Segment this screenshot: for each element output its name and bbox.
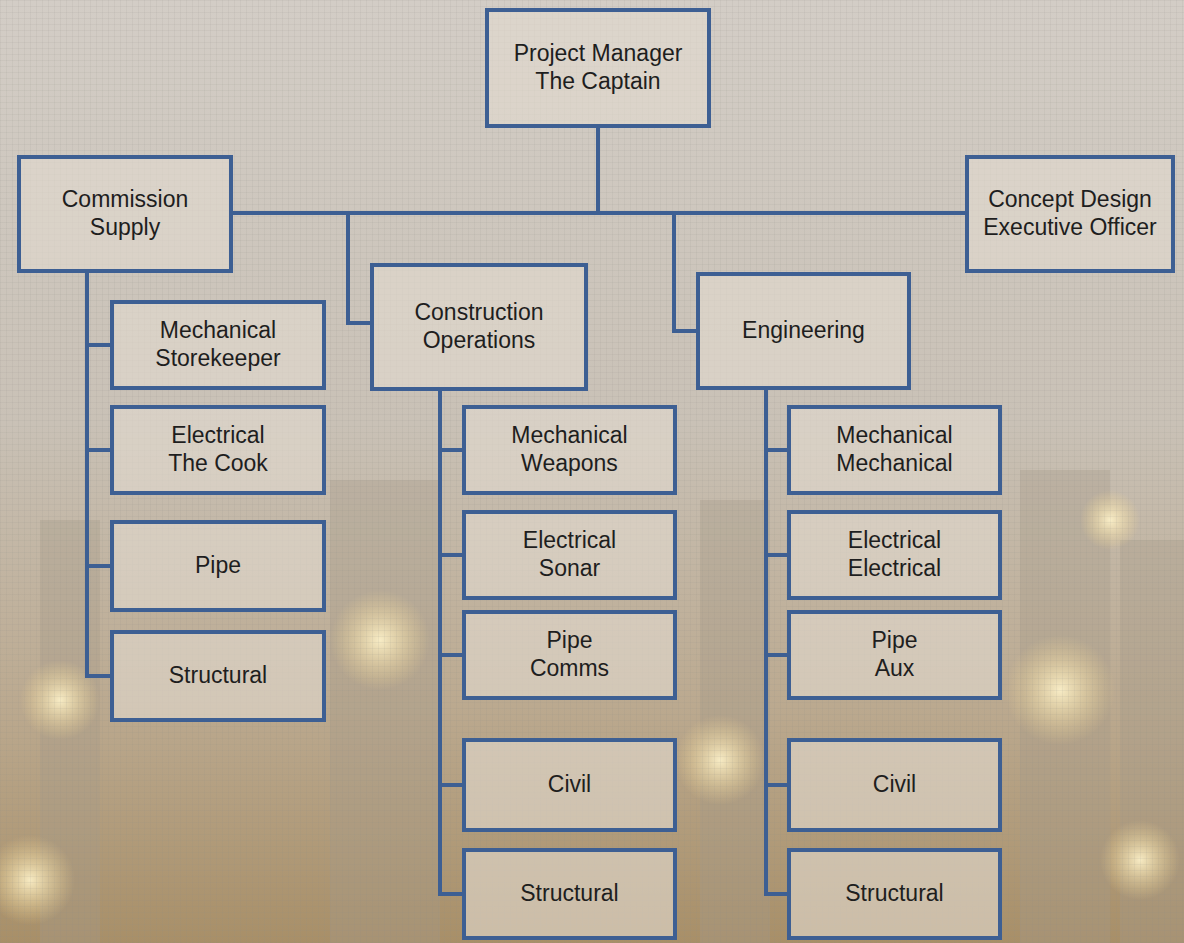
box-label: Concept Design	[988, 186, 1152, 214]
org-connector	[87, 273, 110, 450]
org-box: Structural	[462, 848, 677, 940]
org-box: Concept DesignExecutive Officer	[965, 155, 1175, 273]
org-connector	[766, 390, 787, 894]
box-label: Mechanical	[836, 422, 952, 450]
box-label: Structural	[169, 662, 267, 690]
box-label: Sonar	[539, 555, 600, 583]
box-label: Weapons	[521, 450, 618, 478]
org-connector	[233, 128, 598, 213]
box-label: Electrical	[848, 555, 941, 583]
org-connector	[87, 273, 110, 345]
org-connector	[766, 390, 787, 450]
org-box: MechanicalMechanical	[787, 405, 1002, 495]
org-connector	[440, 391, 462, 555]
box-label: Structural	[845, 880, 943, 908]
box-label: Mechanical	[160, 317, 276, 345]
org-box: PipeAux	[787, 610, 1002, 700]
org-box: Engineering	[696, 272, 911, 390]
box-label: Storekeeper	[155, 345, 280, 373]
box-label: Aux	[875, 655, 915, 683]
org-box: ElectricalElectrical	[787, 510, 1002, 600]
org-connector	[440, 391, 462, 655]
box-label: Construction	[414, 299, 543, 327]
box-label: Electrical	[523, 527, 616, 555]
box-label: Mechanical	[511, 422, 627, 450]
org-box: ElectricalSonar	[462, 510, 677, 600]
org-connector	[440, 391, 462, 450]
org-box: Structural	[787, 848, 1002, 940]
box-label: The Captain	[535, 68, 660, 96]
box-label: The Cook	[168, 450, 268, 478]
org-connector	[766, 390, 787, 555]
org-box: Project ManagerThe Captain	[485, 8, 711, 128]
box-label: Electrical	[171, 422, 264, 450]
org-connector	[598, 128, 965, 213]
org-box: MechanicalWeapons	[462, 405, 677, 495]
org-connector	[87, 273, 110, 566]
box-label: Commission	[62, 186, 189, 214]
box-label: Pipe	[871, 627, 917, 655]
org-box: Civil	[787, 738, 1002, 832]
box-label: Structural	[520, 880, 618, 908]
org-box: Pipe	[110, 520, 326, 612]
org-box: Civil	[462, 738, 677, 832]
org-connector	[766, 390, 787, 785]
box-label: Comms	[530, 655, 609, 683]
org-box: PipeComms	[462, 610, 677, 700]
org-box: Structural	[110, 630, 326, 722]
box-label: Mechanical	[836, 450, 952, 478]
org-box: CommissionSupply	[17, 155, 233, 273]
org-connector	[766, 390, 787, 655]
org-connector	[440, 391, 462, 785]
org-connector	[440, 391, 462, 894]
org-connector	[598, 128, 696, 331]
box-label: Civil	[548, 771, 591, 799]
box-label: Civil	[873, 771, 916, 799]
org-box: ElectricalThe Cook	[110, 405, 326, 495]
org-box: MechanicalStorekeeper	[110, 300, 326, 390]
box-label: Engineering	[742, 317, 865, 345]
box-label: Executive Officer	[983, 214, 1156, 242]
box-label: Project Manager	[514, 40, 683, 68]
org-connector	[87, 273, 110, 676]
box-label: Pipe	[546, 627, 592, 655]
box-label: Operations	[423, 327, 536, 355]
box-label: Electrical	[848, 527, 941, 555]
org-box: ConstructionOperations	[370, 263, 588, 391]
box-label: Supply	[90, 214, 160, 242]
box-label: Pipe	[195, 552, 241, 580]
